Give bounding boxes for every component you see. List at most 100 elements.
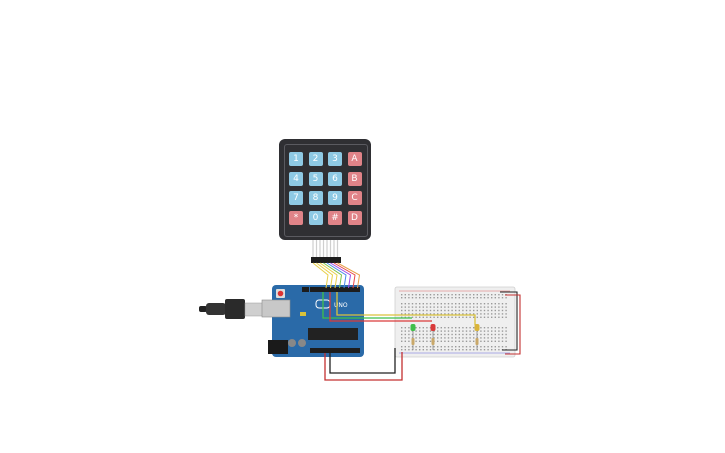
keypad-key-D[interactable]: D — [347, 210, 362, 225]
breadboard-hole — [501, 337, 504, 339]
signal-wires[interactable] — [322, 291, 521, 381]
led-green[interactable] — [410, 324, 416, 331]
breadboard-hole — [444, 306, 446, 308]
breadboard-hole — [440, 330, 442, 332]
breadboard-hole — [451, 333, 453, 336]
keypad-to-arduino-wires[interactable] — [312, 262, 361, 289]
keypad-signal-wire[interactable] — [330, 262, 352, 289]
breadboard-hole — [465, 309, 468, 312]
breadboard-hole — [465, 333, 468, 336]
atmega-chip — [308, 328, 358, 340]
breadboard-hole — [458, 303, 460, 305]
breadboard-hole — [437, 306, 439, 308]
keypad-signal-wire[interactable] — [337, 262, 361, 289]
breadboard-hole — [447, 349, 450, 351]
breadboard-hole — [429, 349, 432, 351]
usb-cable[interactable] — [199, 299, 264, 319]
breadboard-hole — [437, 349, 439, 351]
resistor[interactable] — [431, 338, 435, 345]
keypad-key-5[interactable]: 5 — [308, 171, 323, 186]
breadboard-hole — [408, 330, 410, 332]
breadboard-hole — [426, 327, 428, 329]
breadboard-hole — [455, 346, 457, 348]
breadboard-hole — [433, 306, 435, 308]
breadboard-hole — [480, 309, 482, 312]
keypad-signal-wire[interactable] — [316, 262, 334, 289]
breadboard-hole — [440, 337, 442, 339]
wire-red-led[interactable] — [329, 292, 432, 322]
wire-green-led[interactable] — [322, 292, 412, 319]
breadboard-hole — [419, 297, 421, 299]
breadboard-hole — [429, 303, 432, 305]
breadboard-hole — [419, 294, 421, 296]
wire-rail-power[interactable] — [505, 294, 521, 355]
breadboard-hole — [465, 340, 468, 342]
led-yellow[interactable] — [474, 324, 480, 331]
breadboard-hole — [447, 313, 450, 315]
breadboard-hole — [487, 349, 489, 351]
breadboard-hole — [473, 330, 475, 332]
keypad-key-3[interactable]: 3 — [328, 152, 342, 166]
keypad-key-4[interactable]: 4 — [289, 171, 303, 186]
breadboard-hole — [447, 297, 450, 299]
keypad-key-7[interactable]: 7 — [289, 191, 303, 205]
reset-button[interactable] — [277, 290, 284, 297]
wire-yellow-led[interactable] — [336, 292, 476, 325]
breadboard-hole — [429, 330, 432, 332]
keypad-key-B[interactable]: B — [347, 171, 362, 186]
keypad-signal-wire[interactable] — [326, 262, 347, 289]
breadboard-hole — [469, 333, 471, 336]
breadboard-hole — [487, 337, 489, 339]
breadboard-hole — [426, 303, 428, 305]
resistor[interactable] — [411, 338, 415, 345]
breadboard-hole — [480, 337, 482, 339]
keypad-signal-wire[interactable] — [312, 262, 329, 289]
breadboard-hole — [433, 297, 435, 299]
led-red[interactable] — [430, 324, 436, 331]
keypad-key-6[interactable]: 6 — [328, 171, 342, 186]
breadboard-hole — [444, 303, 446, 305]
breadboard-hole — [498, 294, 500, 296]
keypad-key-A[interactable]: A — [347, 152, 362, 166]
arduino-uno-board[interactable]: UNO — [261, 285, 364, 357]
breadboard-hole — [491, 340, 493, 342]
breadboard-hole — [473, 337, 475, 339]
resistor[interactable] — [475, 338, 479, 345]
keypad-key-0[interactable]: 0 — [308, 210, 323, 225]
breadboard-hole — [422, 349, 424, 351]
breadboard-hole — [469, 330, 471, 332]
keypad-key-1[interactable]: 1 — [289, 152, 303, 166]
breadboard-hole — [462, 297, 464, 299]
breadboard-hole — [444, 333, 446, 336]
breadboard-hole — [437, 337, 439, 339]
breadboard-hole — [451, 313, 453, 315]
breadboard-hole — [483, 313, 486, 315]
keypad-key-9[interactable]: 9 — [328, 191, 342, 205]
breadboard-hole — [426, 340, 428, 342]
wire-rail-ground[interactable] — [500, 291, 518, 351]
breadboard-hole — [505, 346, 507, 348]
keypad-key-8[interactable]: 8 — [308, 191, 323, 205]
breadboard-hole — [491, 346, 493, 348]
keypad-key-2[interactable]: 2 — [308, 152, 323, 166]
keypad-signal-wire[interactable] — [319, 262, 338, 289]
breadboard-hole — [404, 303, 406, 305]
keypad-key-star[interactable]: * — [289, 210, 303, 225]
breadboard-hole — [440, 316, 442, 318]
breadboard-hole — [411, 297, 414, 299]
breadboard-hole — [491, 333, 493, 336]
wire-gnd[interactable] — [329, 348, 396, 374]
leds[interactable] — [410, 324, 480, 350]
keypad-signal-wire[interactable] — [333, 262, 356, 289]
breadboard-hole — [426, 313, 428, 315]
breadboard-hole — [437, 330, 439, 332]
breadboard-hole — [429, 309, 432, 312]
wire-5v[interactable] — [324, 352, 403, 381]
keypad-key-hash[interactable]: # — [328, 210, 342, 225]
capacitor-2 — [298, 339, 306, 347]
breadboard-hole — [411, 330, 414, 332]
keypad-key-C[interactable]: C — [347, 191, 362, 205]
keypad-signal-wire[interactable] — [323, 262, 343, 289]
